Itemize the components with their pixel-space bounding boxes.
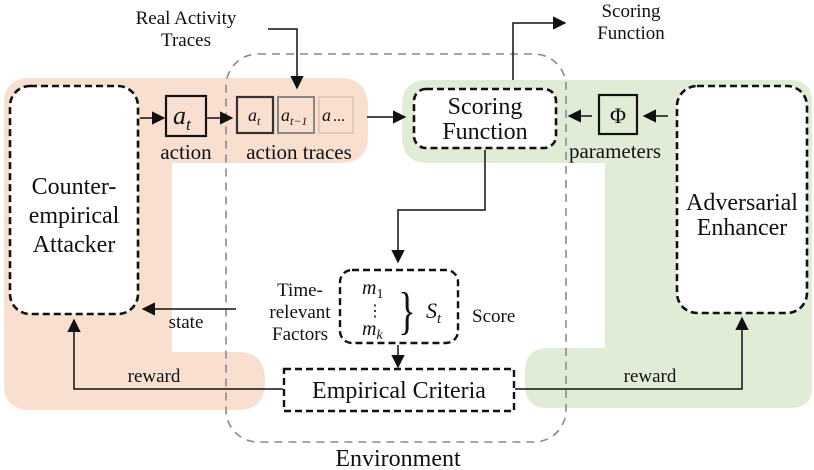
empirical-criteria-box[interactable] bbox=[282, 367, 516, 413]
empirical-criteria-label: Empirical Criteria bbox=[312, 378, 486, 404]
parameters-label: parameters bbox=[569, 139, 661, 163]
arrow-scoring-to-factors bbox=[391, 150, 486, 264]
trace-item-0 bbox=[235, 95, 275, 135]
factors-label-3: Factors bbox=[272, 324, 328, 345]
score-label: Score bbox=[472, 306, 515, 327]
reward-right-label: reward bbox=[624, 366, 677, 387]
reward-left-label: reward bbox=[128, 366, 181, 387]
factors-box[interactable] bbox=[338, 268, 460, 345]
real-activity-label-2: Traces bbox=[161, 30, 211, 51]
factor-brace: } bbox=[398, 282, 415, 340]
arrow-reward-right bbox=[515, 316, 749, 390]
scoring-output-label-2: Function bbox=[597, 23, 665, 44]
factor-m1: m1 bbox=[362, 277, 383, 302]
factors-label-2: relevant bbox=[269, 302, 331, 323]
attacker-label-3: Attacker bbox=[33, 232, 116, 258]
arrow-scoring-output bbox=[512, 16, 567, 80]
state-label: state bbox=[169, 312, 204, 333]
attacker-label-2: empirical bbox=[29, 203, 120, 229]
environment-label: Environment bbox=[335, 446, 461, 470]
attacker-label-1: Counter- bbox=[32, 174, 117, 200]
trace-item-0-text: at bbox=[248, 105, 261, 128]
scoring-function-label-2: Function bbox=[442, 119, 527, 145]
parameters-symbol: Φ bbox=[610, 103, 626, 128]
factor-mk: mk bbox=[362, 318, 383, 343]
trace-item-2-ellipsis: ... bbox=[333, 108, 345, 125]
action-symbol: at bbox=[173, 101, 192, 134]
arrow-reward-left bbox=[67, 318, 283, 390]
attacker-box[interactable] bbox=[8, 84, 140, 316]
scoring-function-label-1: Scoring bbox=[448, 94, 523, 120]
trace-item-1-text: at−1 bbox=[281, 105, 307, 128]
arrow-real-activity bbox=[268, 28, 304, 90]
trace-item-1 bbox=[277, 96, 315, 134]
scoring-output-label-1: Scoring bbox=[601, 1, 661, 22]
action-label: action bbox=[160, 140, 212, 164]
action-traces-label: action traces bbox=[246, 140, 352, 164]
factor-dots: ⋮ bbox=[367, 303, 383, 320]
score-symbol: St bbox=[426, 298, 442, 327]
trace-item-2 bbox=[318, 96, 354, 134]
factors-label-1: Time- bbox=[277, 280, 323, 301]
enhancer-box[interactable] bbox=[675, 84, 809, 315]
parameters-box[interactable] bbox=[597, 93, 639, 136]
trace-item-2-symbol: a bbox=[322, 105, 331, 125]
scoring-function-box[interactable] bbox=[412, 87, 558, 150]
real-activity-label-1: Real Activity bbox=[136, 8, 237, 29]
action-box[interactable] bbox=[164, 94, 208, 138]
enhancer-label-2: Enhancer bbox=[697, 215, 788, 241]
action-traces: at at−1 a ... bbox=[235, 95, 354, 135]
enhancer-label-1: Adversarial bbox=[686, 190, 798, 216]
